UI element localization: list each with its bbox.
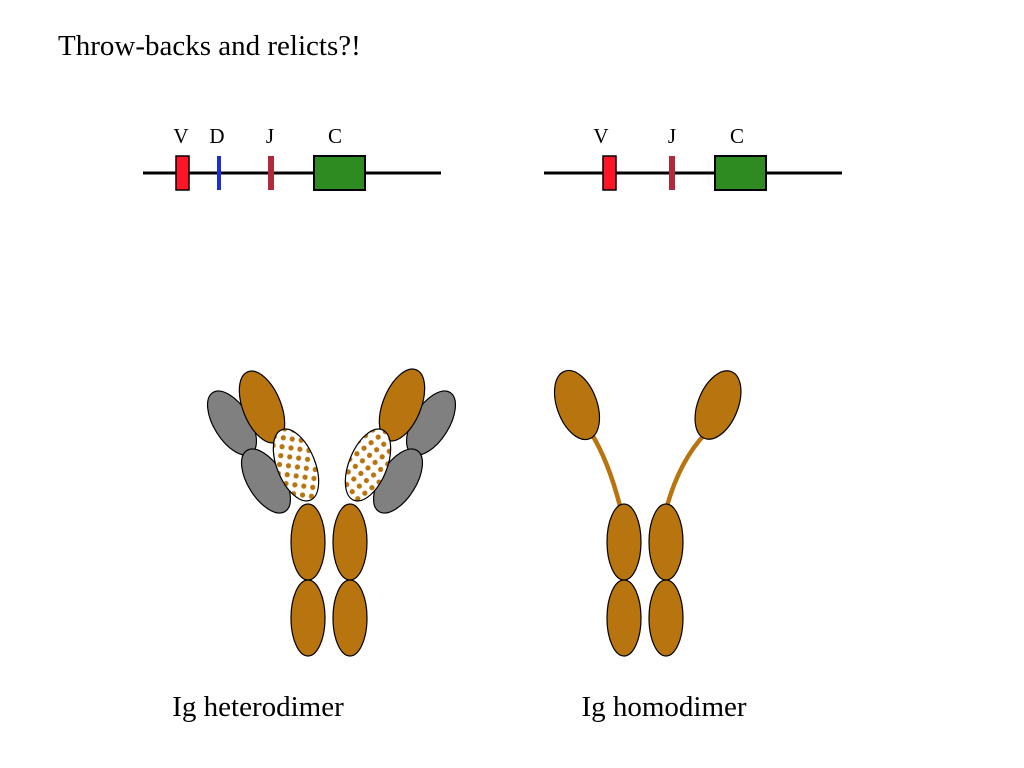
heterodimer-fc-right-lower	[332, 579, 368, 657]
locus-1-j-segment	[268, 156, 274, 190]
locus-1-c-segment	[313, 155, 366, 191]
gene-locus-vjc: V J C	[544, 124, 842, 191]
locus-1-j-label: J	[266, 124, 274, 148]
locus-1-d-segment	[217, 156, 221, 190]
left-heavy-chain-dotted-domain	[272, 428, 320, 502]
locus-2-c-label: C	[730, 124, 744, 148]
ig-heterodimer	[206, 368, 457, 657]
locus-1-c-label: C	[328, 124, 342, 148]
homodimer-fc-right-upper	[648, 503, 684, 581]
locus-2-c-segment	[714, 155, 767, 191]
right-heavy-chain-dotted-domain	[344, 428, 392, 502]
locus-2-v-segment	[602, 155, 617, 191]
locus-2-v-label: V	[593, 124, 608, 148]
locus-1-d-label: D	[209, 124, 224, 148]
heterodimer-fc-left-upper	[290, 503, 326, 581]
heterodimer-caption: Ig heterodimer	[172, 691, 344, 723]
locus-1-v-segment	[175, 155, 190, 191]
homodimer-fc-left-upper	[606, 503, 642, 581]
homodimer-left-variable	[553, 369, 601, 441]
homodimer-left-hinge	[589, 431, 623, 507]
homodimer-fc-left-lower	[606, 579, 642, 657]
homodimer-caption: Ig homodimer	[581, 691, 746, 723]
homodimer-fc-right-lower	[648, 579, 684, 657]
slide-title: Throw-backs and relicts?!	[58, 30, 361, 62]
locus-2-j-segment	[669, 156, 675, 190]
ig-homodimer	[553, 369, 742, 657]
homodimer-right-hinge	[664, 431, 708, 507]
locus-2-j-label: J	[668, 124, 676, 148]
gene-locus-vdjc: V D J C	[143, 124, 441, 191]
homodimer-right-variable	[694, 370, 742, 440]
heterodimer-fc-left-lower	[290, 579, 326, 657]
locus-1-v-label: V	[173, 124, 188, 148]
heterodimer-fc-right-upper	[332, 503, 368, 581]
